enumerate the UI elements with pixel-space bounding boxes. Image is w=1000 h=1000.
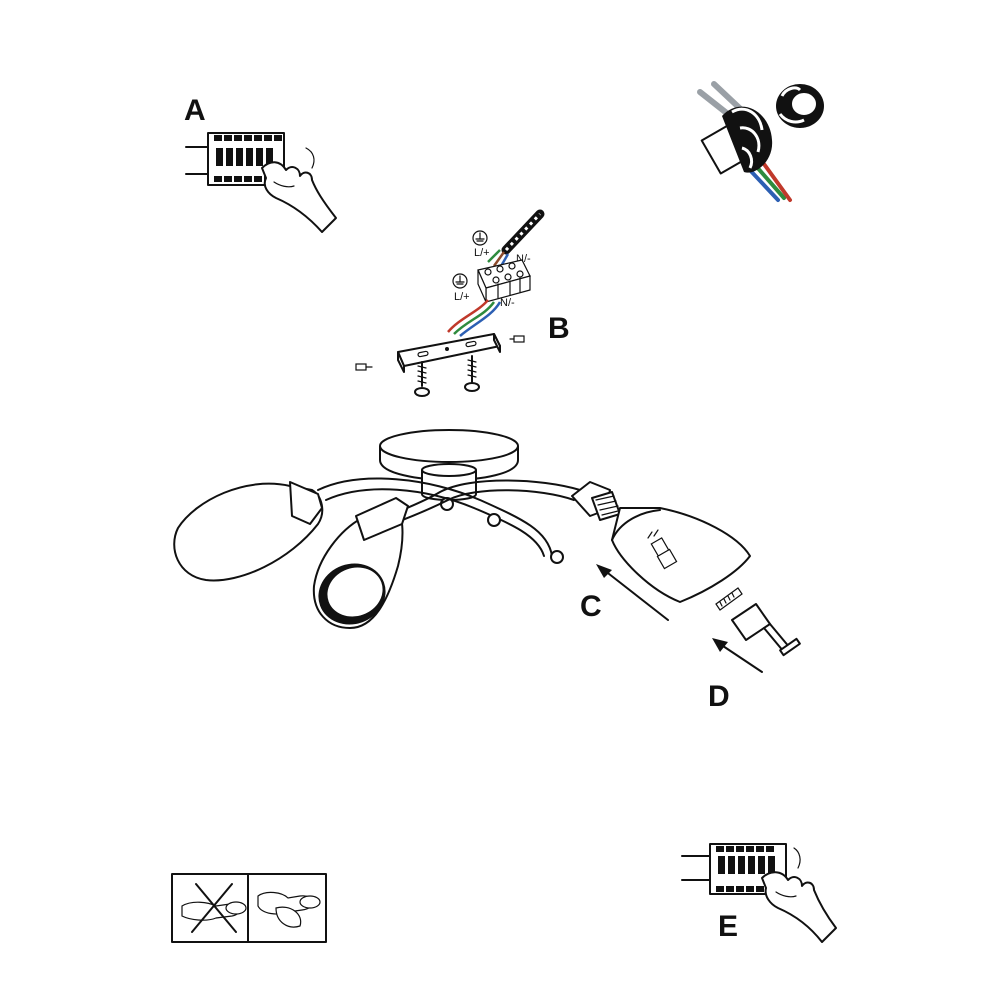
small-screw bbox=[509, 335, 525, 343]
bulb-handling-warning bbox=[171, 873, 327, 943]
wire-label-neutral-bottom: N/- bbox=[500, 297, 515, 309]
glass-shade-front bbox=[312, 497, 409, 629]
wire-label-live-bottom: L/+ bbox=[454, 291, 470, 303]
wood-screw bbox=[414, 361, 430, 397]
glass-shade-removed bbox=[611, 507, 751, 603]
bare-fingers-panel bbox=[181, 883, 247, 933]
earth-icon bbox=[452, 273, 468, 289]
lamp-socket-right bbox=[571, 481, 621, 521]
arrow-c bbox=[596, 564, 669, 621]
breaker-switches bbox=[716, 846, 775, 892]
step-b-wiring-illustration: B L/+ N/- bbox=[355, 209, 570, 397]
glass-shade-left bbox=[173, 481, 324, 582]
step-e-breaker-illustration: E bbox=[681, 843, 837, 943]
arrow-d bbox=[712, 638, 763, 673]
step-a-label: A bbox=[184, 94, 206, 127]
g9-bulb-clip bbox=[715, 587, 743, 611]
cloth-panel bbox=[257, 891, 321, 928]
mounting-bracket bbox=[397, 333, 501, 373]
wire-label-live-top: L/+ bbox=[474, 247, 490, 259]
step-a-breaker-illustration: A bbox=[184, 94, 337, 233]
insulating-tape-illustration bbox=[697, 81, 824, 202]
terminal-block bbox=[477, 259, 531, 303]
ceiling-fixture: C D bbox=[173, 429, 801, 713]
step-e-label: E bbox=[718, 910, 738, 943]
step-d-label: D bbox=[708, 680, 730, 713]
step-b-label: B bbox=[548, 312, 570, 345]
shade-fixing-nut bbox=[731, 603, 801, 657]
step-c-label: C bbox=[580, 590, 602, 623]
earth-icon bbox=[472, 230, 488, 246]
wood-screw bbox=[464, 355, 480, 392]
small-screw bbox=[355, 363, 373, 371]
